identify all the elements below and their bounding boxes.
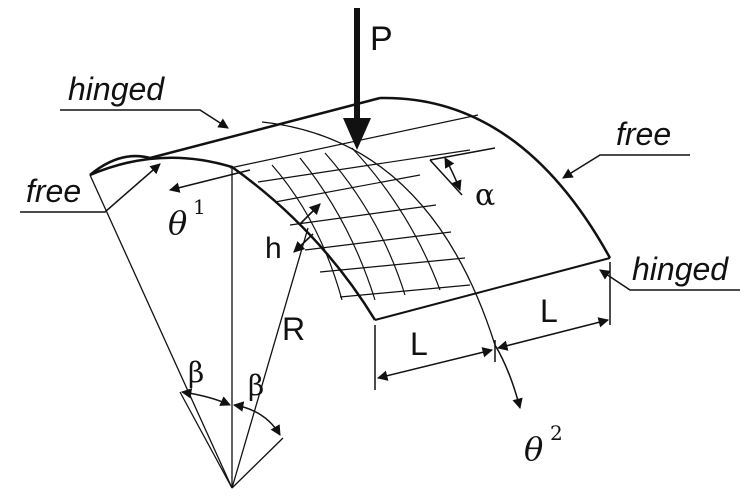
mesh-grid (229, 114, 479, 301)
load-arrow (343, 8, 371, 150)
cross-section (89, 167, 309, 489)
radius-label: R (282, 311, 305, 347)
thickness-label: h (265, 232, 282, 265)
alpha-marker (429, 147, 496, 196)
top-hinged-edge (149, 96, 381, 160)
load-label: P (370, 20, 393, 58)
theta2-arrow (494, 344, 523, 410)
theta2-label: θ (524, 430, 543, 468)
beta-arcs (180, 388, 281, 436)
hinged-top-label: hinged (68, 71, 165, 107)
hinged-top-callout (60, 109, 229, 129)
left-free-edge (89, 154, 151, 176)
ridge-curve (261, 121, 496, 346)
theta1-arrow (168, 169, 251, 193)
theta2-sup: 2 (550, 421, 563, 445)
theta1-sup: 1 (193, 195, 206, 219)
free-right-label: free (616, 116, 671, 152)
free-right-callout (562, 154, 690, 179)
hinged-right-label: hinged (632, 251, 729, 287)
length-dimensions (374, 262, 611, 390)
beta-left-label: β (188, 356, 204, 389)
beta-right-label: β (248, 369, 264, 402)
alpha-label: α (475, 178, 495, 213)
length-right-label: L (540, 293, 558, 329)
back-edge (379, 96, 612, 259)
thickness-marker (293, 203, 321, 253)
theta1-label: θ (168, 204, 187, 242)
length-left-label: L (410, 326, 428, 362)
free-left-label: free (26, 173, 81, 209)
free-left-callout (20, 163, 161, 213)
right-hinged-edge (374, 257, 611, 321)
